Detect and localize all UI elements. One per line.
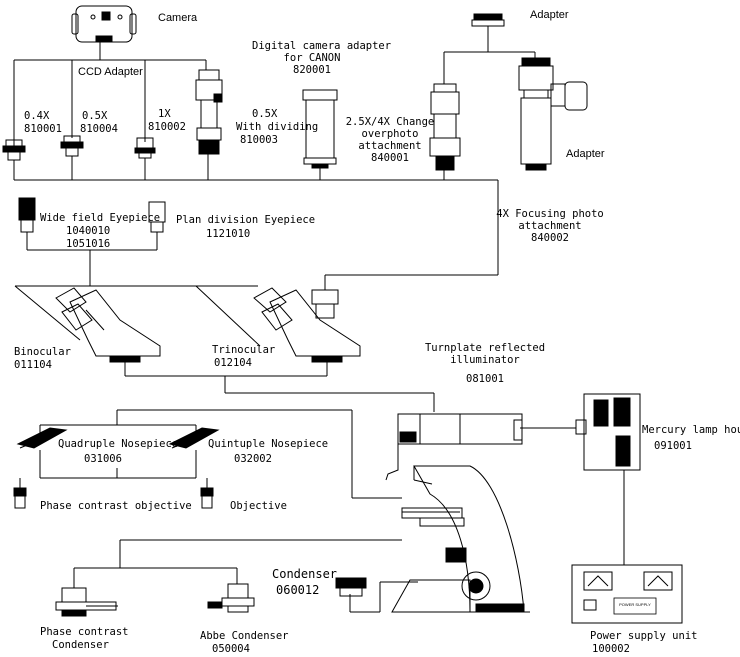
abbe-label: Abbe Condenser — [200, 630, 289, 642]
power-supply-icon: POWER SUPPLY — [571, 564, 683, 624]
adapter-1x-code: 810002 — [148, 121, 186, 133]
change-code: 840001 — [371, 152, 409, 164]
adapter-05x-dividing-icon — [195, 69, 223, 155]
adapter-05x-dividing-code: 810003 — [240, 134, 278, 146]
mercury-code: 091001 — [654, 440, 692, 452]
objective-label: Objective — [230, 500, 287, 512]
adapter-1x-icon — [134, 137, 156, 159]
adapter-04x-name: 0.4X — [24, 110, 50, 122]
digital-adapter-line2: for CANON — [283, 52, 341, 64]
ccd-adapter-label: CCD Adapter — [78, 66, 143, 78]
microscope-stand-icon — [385, 413, 530, 613]
digital-adapter-line1: Digital camera adapter — [252, 40, 392, 52]
adapter-right-label: Adapter — [566, 148, 605, 160]
wide-field-eyepiece-icon — [18, 197, 36, 233]
mercury-label: Mercury lamp house — [642, 424, 740, 436]
quadruple-nosepiece-icon — [16, 427, 68, 449]
binocular-code: 011104 — [14, 359, 52, 371]
condenser-code: 060012 — [276, 583, 320, 597]
turnplate-code: 081001 — [466, 373, 504, 385]
adapter-05x-name: 0.5X — [82, 110, 108, 122]
quintuple-code: 032002 — [234, 453, 272, 465]
digital-adapter-code: 820001 — [293, 64, 331, 76]
binocular-head-icon — [14, 285, 196, 363]
adapter-04x-icon — [2, 139, 26, 161]
condenser-060012-icon — [335, 577, 367, 597]
change-overphoto-icon — [429, 83, 461, 171]
power-panel-label: POWER SUPPLY — [619, 602, 651, 607]
focusing-line1: 4X Focusing photo — [496, 208, 604, 220]
turnplate-line1: Turnplate reflected — [424, 342, 546, 354]
wide-eyepiece-code2: 1051016 — [66, 238, 111, 250]
connector-lines — [13, 26, 625, 613]
phase-contrast-objective-icon — [13, 487, 27, 509]
trinocular-label: Trinocular — [212, 344, 276, 356]
change-line1: 2.5X/4X Change — [345, 116, 435, 128]
trinocular-code: 012104 — [214, 357, 252, 369]
adapter-05x-code: 810004 — [80, 123, 118, 135]
change-line2: overphoto — [361, 128, 419, 140]
abbe-condenser-icon — [207, 583, 255, 613]
quintuple-label: Quintuple Nosepiece — [208, 438, 329, 450]
focusing-attachment-icon — [518, 57, 588, 171]
condenser-label: Condenser — [272, 567, 338, 581]
adapter-05x-dividing-sub: With dividing — [236, 121, 319, 133]
binocular-label: Binocular — [14, 346, 71, 358]
quintuple-nosepiece-icon — [168, 427, 220, 449]
phase-objective-label: Phase contrast objective — [40, 500, 192, 512]
phase-condenser-line2: Condenser — [52, 639, 109, 651]
plan-eyepiece-code: 1121010 — [206, 228, 251, 240]
abbe-code: 050004 — [212, 643, 250, 655]
trinocular-head-icon — [195, 285, 361, 363]
quadruple-label: Quadruple Nosepiece — [58, 438, 179, 450]
digital-camera-adapter-icon — [302, 89, 338, 169]
adapter-05x-icon — [60, 135, 84, 157]
change-line3: attachment — [358, 140, 422, 152]
adapter-04x-code: 810001 — [24, 123, 62, 135]
power-supply-code: 100002 — [592, 643, 630, 655]
plan-division-eyepiece-icon — [148, 201, 166, 233]
top-adapter-icon — [471, 13, 505, 27]
wide-eyepiece-label: Wide field Eyepiece — [40, 212, 161, 224]
power-supply-label: Power supply unit — [590, 630, 698, 642]
focusing-code: 840002 — [531, 232, 569, 244]
adapter-1x-name: 1X — [158, 108, 171, 120]
camera-icon — [71, 5, 137, 43]
adapter-top-label: Adapter — [530, 9, 569, 21]
phase-condenser-line1: Phase contrast — [40, 626, 129, 638]
plan-eyepiece-label: Plan division Eyepiece — [176, 214, 316, 226]
mercury-lamp-house-icon — [575, 393, 641, 471]
focusing-line2: attachment — [518, 220, 582, 232]
phase-contrast-condenser-icon — [55, 587, 118, 617]
turnplate-line2: illuminator — [450, 354, 520, 366]
camera-label: Camera — [158, 12, 198, 24]
adapter-05x-dividing-name: 0.5X — [252, 108, 278, 120]
wide-eyepiece-code1: 1040010 — [66, 225, 111, 237]
objective-icon — [200, 487, 214, 509]
quadruple-code: 031006 — [84, 453, 122, 465]
